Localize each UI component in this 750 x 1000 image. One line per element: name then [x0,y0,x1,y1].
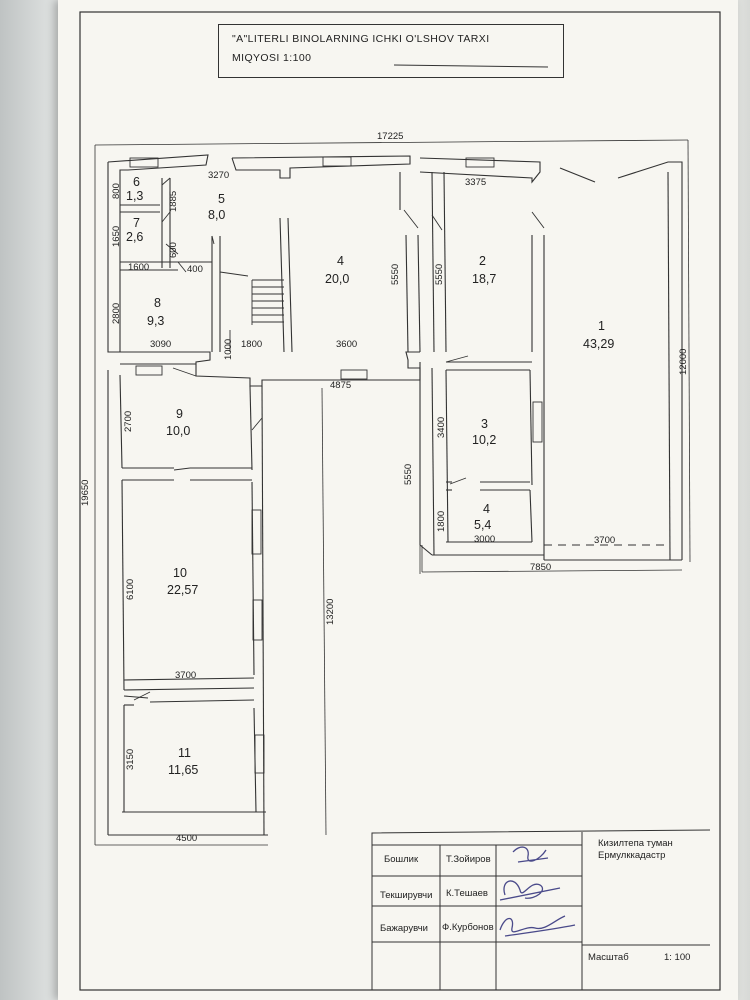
stamp-scale-value: 1: 100 [664,952,691,963]
dim-12000: 12000 [678,349,689,375]
room-1-area: 43,29 [583,337,614,351]
dim-total-width: 17225 [377,131,403,142]
room-7-number: 7 [133,216,140,230]
stamp-role-1: Бошлик [384,854,419,865]
room-5-area: 8,0 [208,208,225,222]
drawing-frame [79,11,721,991]
signatures [499,846,576,937]
room-3-number: 3 [481,417,488,431]
dim-5550-right: 5550 [434,264,445,285]
dim-3375: 3375 [465,177,486,188]
stamp-name-3: Ф.Курбонов [442,922,494,933]
dim-3700-lower: 3700 [175,670,196,681]
room-10-area: 22,57 [167,583,198,597]
room-4a-area: 20,0 [325,272,349,286]
dim-3600: 3600 [336,339,357,350]
room-10-number: 10 [173,566,187,580]
title-underline [393,64,549,68]
room-labels: 1 43,29 2 18,7 3 10,2 4 5,4 4 20,0 5 8,0… [126,175,614,777]
dim-4875: 4875 [330,380,351,391]
dim-1885: 1885 [168,191,179,212]
stamp-role-2: Текширувчи [380,890,433,901]
doors [133,177,545,701]
dim-6100: 6100 [125,579,136,600]
dim-3700-right: 3700 [594,535,615,546]
room-9-number: 9 [176,407,183,421]
room-1-number: 1 [598,319,605,333]
dim-1600: 1600 [128,262,149,273]
windows [129,156,543,774]
dim-4500: 4500 [176,833,197,844]
room-2-number: 2 [479,254,486,268]
dim-5550-lower: 5550 [403,464,414,485]
room-11-area: 11,65 [168,763,198,777]
stamp-role-3: Бажарувчи [380,923,428,934]
room-7-area: 2,6 [126,230,143,244]
dim-7850: 7850 [530,562,551,573]
dim-1650: 1650 [111,226,122,247]
dim-13200: 13200 [325,599,336,625]
dim-3150: 3150 [125,749,136,770]
paper-sheet [58,0,738,1000]
dim-800: 800 [111,183,122,199]
stamp-org-line1: Кизилтепа туман [598,838,673,849]
room-11-number: 11 [178,746,191,760]
room-8-number: 8 [154,296,161,310]
dim-2700: 2700 [123,411,134,432]
plan-scale: MIQYOSI 1:100 [232,52,312,64]
dim-3090: 3090 [150,339,171,350]
room-3-area: 10,2 [472,433,496,447]
dim-1000: 1000 [223,339,234,360]
dim-3400: 3400 [436,417,447,438]
room-4a-number: 4 [337,254,344,268]
dim-400: 400 [187,264,203,275]
room-9-area: 10,0 [166,424,190,438]
dim-5550-left: 5550 [390,264,401,285]
room-6-number: 6 [133,175,140,189]
dim-2800: 2800 [111,303,122,324]
dim-total-height: 19650 [80,480,91,506]
dim-3270: 3270 [208,170,229,181]
stamp-name-1: Т.Зойиров [446,854,491,865]
dim-3000: 3000 [474,534,495,545]
room-6-area: 1,3 [126,189,143,203]
dim-1800-upper: 1800 [241,339,262,350]
stamp-scale-label: Масштаб [588,952,629,963]
stamp-table [371,829,711,990]
plan-title: "A"LITERLI BINOLARNING ICHKI O'LSHOV TAR… [232,33,490,45]
stamp-name-2: К.Тешаев [446,888,488,899]
room-5-number: 5 [218,192,225,206]
walls [107,154,683,836]
room-2-area: 18,7 [472,272,496,286]
dimension-lines [94,139,691,846]
room-8-area: 9,3 [147,314,164,328]
stamp-org-line2: Ермулккадастр [598,850,666,861]
title-block [218,24,564,78]
dim-1800-lower: 1800 [436,511,447,532]
room-4b-area: 5,4 [474,518,491,532]
dim-600: 600 [168,242,179,258]
room-4b-number: 4 [483,502,490,516]
